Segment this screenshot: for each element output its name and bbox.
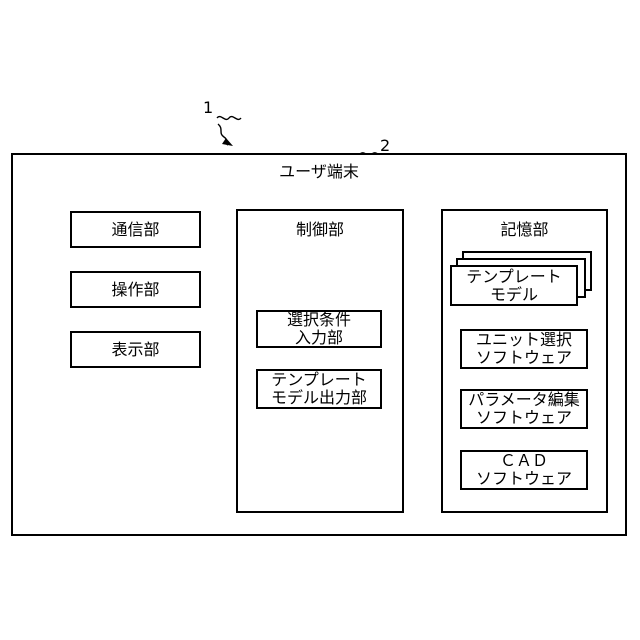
selection-input-line2: 入力部	[287, 329, 351, 347]
selection-input-box: 選択条件 入力部	[256, 310, 382, 348]
user-terminal-title: ユーザ端末	[13, 163, 625, 181]
unit-select-software-line1: ユニット選択	[476, 331, 572, 349]
storage-unit-title: 記憶部	[443, 221, 606, 239]
leader-1	[217, 117, 241, 120]
display-unit-box: 表示部	[70, 331, 201, 368]
control-unit-title: 制御部	[238, 221, 402, 239]
unit-select-software-line2: ソフトウェア	[476, 349, 572, 367]
parameter-edit-software-line2: ソフトウェア	[468, 409, 580, 427]
template-model-line2: モデル	[466, 286, 562, 304]
display-unit-label: 表示部	[111, 341, 159, 359]
selection-input-line1: 選択条件	[287, 311, 351, 329]
operation-unit-box: 操作部	[70, 271, 201, 308]
template-output-line1: テンプレート	[271, 371, 367, 389]
ref-system: 1	[203, 100, 213, 116]
template-model-box: テンプレート モデル	[450, 265, 578, 306]
control-unit-box: 制御部	[236, 209, 404, 513]
comm-unit-label: 通信部	[111, 221, 159, 239]
comm-unit-box: 通信部	[70, 211, 201, 248]
system-arrow-icon	[218, 124, 233, 146]
cad-software-line2: ソフトウェア	[476, 470, 572, 488]
template-model-line1: テンプレート	[466, 268, 562, 286]
parameter-edit-software-line1: パラメータ編集	[468, 391, 580, 409]
parameter-edit-software-box: パラメータ編集 ソフトウェア	[460, 389, 588, 429]
ref-terminal: 2	[380, 138, 390, 154]
cad-software-box: ＣＡＤ ソフトウェア	[460, 450, 588, 490]
template-output-line2: モデル出力部	[271, 389, 367, 407]
cad-software-line1: ＣＡＤ	[476, 452, 572, 470]
template-output-box: テンプレート モデル出力部	[256, 369, 382, 409]
operation-unit-label: 操作部	[111, 281, 159, 299]
unit-select-software-box: ユニット選択 ソフトウェア	[460, 329, 588, 369]
